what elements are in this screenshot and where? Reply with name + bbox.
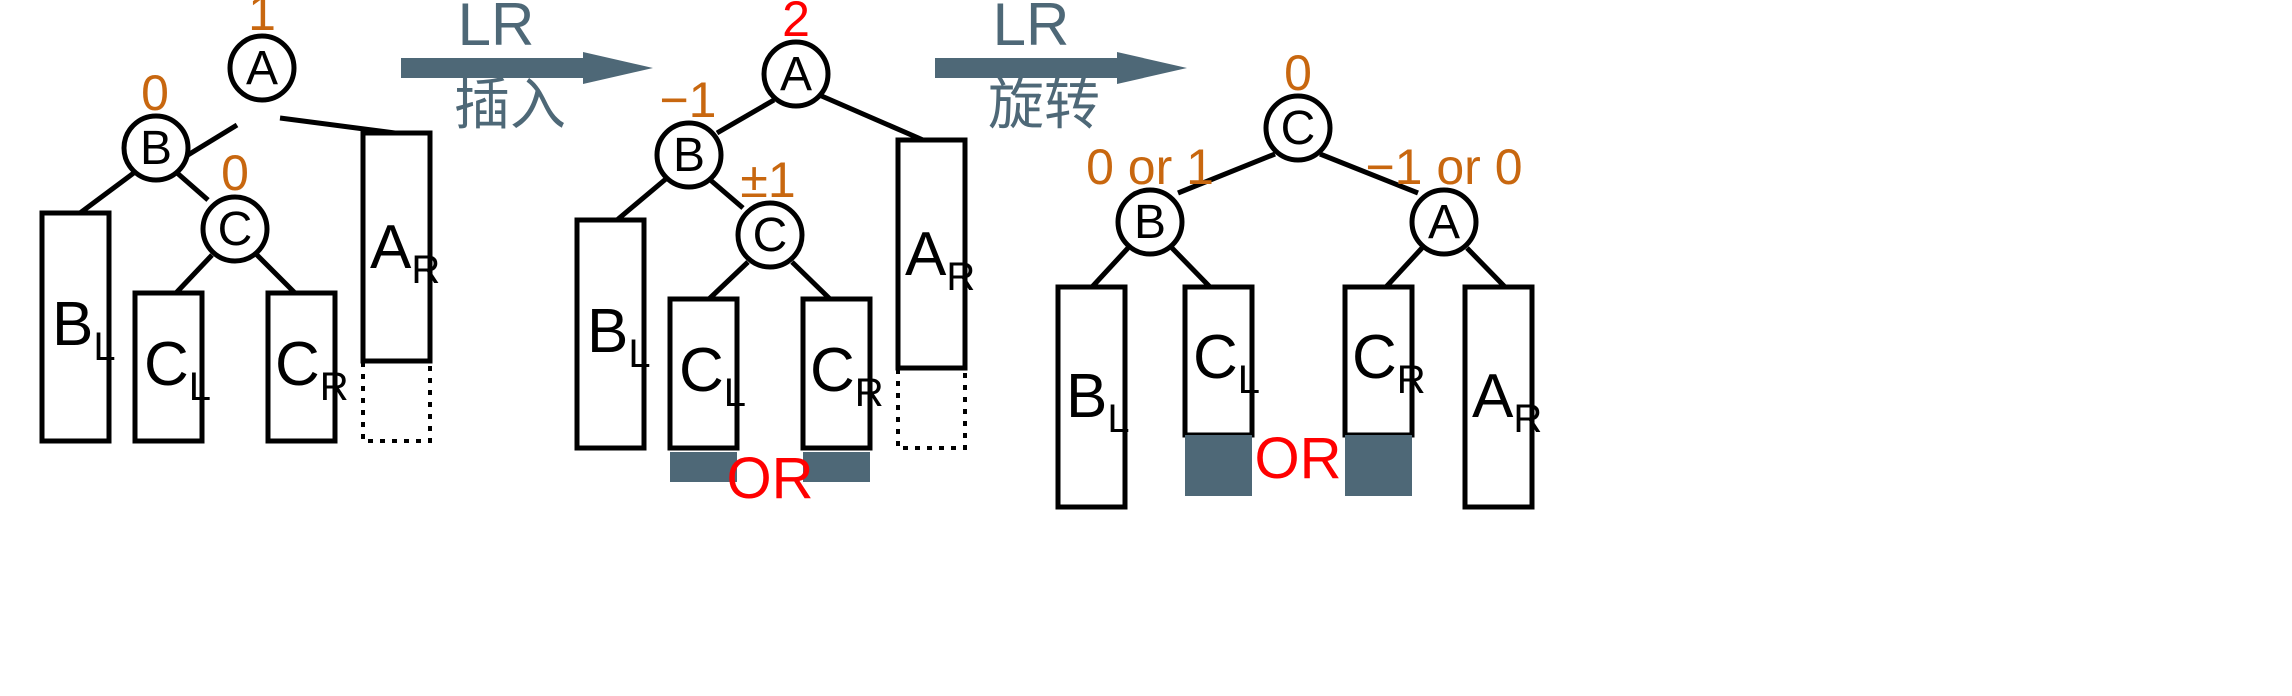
node-a-balance: −1 or 0 — [1365, 139, 1522, 195]
node-c-balance: 0 — [1284, 45, 1312, 101]
subtree-ar-label: AR — [370, 213, 440, 292]
edge-c-cl — [174, 253, 214, 295]
node-a-balance: 1 — [248, 0, 276, 41]
subtree-cr-box — [1342, 284, 1415, 438]
node-a-label: A — [1428, 196, 1460, 249]
node-a-balance: 2 — [782, 0, 810, 47]
edge-a-b — [181, 122, 239, 161]
node-b-label: B — [1134, 196, 1166, 249]
edge-b-c — [706, 176, 745, 210]
subtree-bl-box — [574, 217, 647, 451]
node-c-balance: ±1 — [740, 152, 795, 208]
node-c-balance: 0 — [221, 145, 249, 201]
subtree-ar-label: AR — [1472, 362, 1542, 441]
node-b-balance: 0 — [141, 65, 169, 121]
stage-2-tree: BL CL CR OR AR A 2 B −1 C ±1 — [574, 0, 975, 511]
stage-2-or-label: OR — [727, 446, 814, 511]
node-c-label: C — [218, 203, 253, 256]
transition-2-top-label: LR — [993, 0, 1070, 58]
node-c — [200, 194, 270, 264]
subtree-ar-placeholder — [361, 359, 432, 443]
subtree-cl-new-level — [670, 452, 737, 482]
subtree-ar-label: AR — [905, 220, 975, 299]
edge-c-cl — [707, 260, 750, 301]
subtree-cl-box — [667, 296, 740, 451]
transition-1-arrow — [401, 52, 653, 84]
node-a — [761, 39, 831, 109]
subtree-cl-box — [132, 290, 205, 444]
edge-c-b — [1177, 151, 1276, 196]
node-b-balance: 0 or 1 — [1086, 139, 1214, 195]
node-c-label: C — [753, 209, 788, 262]
stage-1-tree: BL CL CR AR A 1 B 0 C 0 — [39, 0, 440, 444]
node-b — [1115, 187, 1185, 257]
subtree-cl-box — [1182, 284, 1255, 438]
subtree-cr-box — [265, 290, 338, 444]
edge-b-bl — [78, 169, 137, 216]
transition-2-bottom-label: 旋转 — [988, 73, 1100, 138]
transition-2: LR 旋转 — [935, 0, 1187, 138]
subtree-bl-box — [1055, 284, 1128, 510]
edge-c-cr — [790, 260, 832, 301]
subtree-cr-box — [800, 296, 873, 451]
node-b-label: B — [140, 122, 172, 175]
subtree-cr-new-level — [803, 452, 870, 482]
transition-2-arrow — [935, 52, 1187, 84]
node-c — [1263, 93, 1333, 163]
node-b — [654, 120, 724, 190]
transition-1-bottom-label: 插入 — [454, 73, 566, 138]
stage-3-or-label: OR — [1255, 426, 1342, 491]
subtree-ar-box — [360, 130, 433, 364]
node-b-balance: −1 — [659, 72, 716, 128]
node-a — [1409, 187, 1479, 257]
edge-c-cr — [255, 253, 297, 295]
subtree-bl-box — [39, 210, 112, 444]
node-a-label: A — [246, 42, 278, 95]
edge-a-ar — [816, 91, 924, 143]
node-c — [735, 200, 805, 270]
subtree-ar-placeholder — [896, 366, 967, 450]
node-b-label: B — [673, 129, 705, 182]
subtree-ar-box — [1462, 284, 1535, 510]
node-b — [121, 113, 191, 183]
edge-b-c — [174, 170, 210, 202]
edge-b-cl — [1170, 246, 1212, 289]
subtree-cl-label: CL — [1193, 323, 1260, 402]
edge-b-bl — [615, 176, 669, 222]
node-a-label: A — [780, 48, 812, 101]
subtree-cl-label: CL — [144, 330, 211, 409]
subtree-cl-label: CL — [679, 336, 746, 415]
edge-a-ar — [1465, 246, 1507, 289]
subtree-cr-label: CR — [275, 330, 349, 409]
edge-a-cr — [1384, 246, 1424, 289]
node-a — [227, 33, 297, 103]
subtree-cr-label: CR — [1352, 323, 1426, 402]
stage-3-tree: BL CL OR CR AR C 0 B 0 or 1 A −1 or 0 — [1055, 45, 1542, 510]
node-c-label: C — [1281, 102, 1316, 155]
edge-b-bl — [1090, 246, 1130, 289]
subtree-ar-box — [895, 137, 968, 371]
transition-1-top-label: LR — [458, 0, 535, 58]
edge-c-a — [1319, 151, 1419, 196]
subtree-cl-new-level — [1185, 435, 1252, 496]
subtree-bl-label: BL — [587, 297, 651, 376]
subtree-cr-new-level — [1345, 435, 1412, 496]
edge-a-b — [715, 97, 776, 136]
subtree-cr-label: CR — [810, 336, 884, 415]
subtree-bl-label: BL — [1066, 362, 1130, 441]
subtree-bl-label: BL — [52, 290, 116, 369]
transition-1: LR 插入 — [401, 0, 653, 138]
